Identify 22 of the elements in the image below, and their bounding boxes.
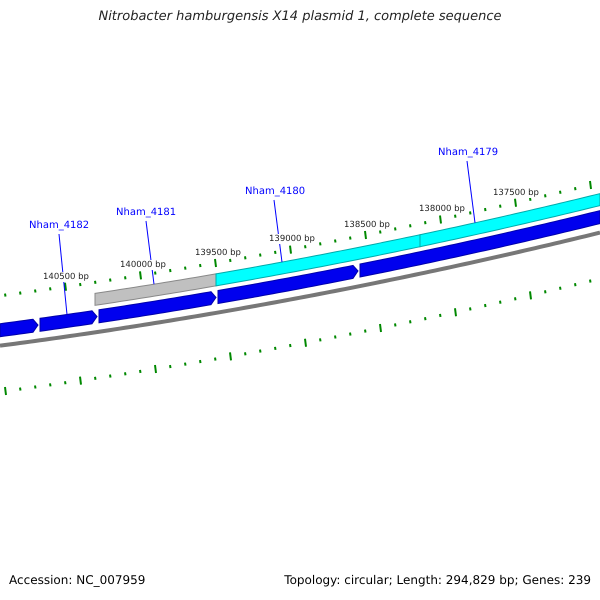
gene-label: Nham_4181: [116, 207, 176, 218]
tick-label: 140000 bp: [120, 260, 166, 270]
footer-text: Topology: circular; Length: 294,829 bp; Genes: 239: [284, 573, 591, 587]
tick-label: 140500 bp: [43, 272, 89, 282]
footer-text: Accession: NC_007959: [9, 573, 146, 587]
tick-label: 139500 bp: [195, 248, 241, 258]
gene-label: Nham_4179: [438, 147, 498, 158]
title: Nitrobacter hamburgensis X14 plasmid 1, complete sequence: [97, 9, 503, 24]
gene-block: [40, 310, 98, 332]
tick-label: 139000 bp: [269, 234, 315, 244]
gene-block: [218, 264, 359, 304]
gene-feature: [94, 273, 216, 306]
gene-label: Nham_4180: [245, 186, 306, 197]
tick-label: 138000 bp: [419, 204, 465, 214]
tick-label: 137500 bp: [493, 188, 539, 198]
tick-label: 138500 bp: [344, 220, 390, 230]
gene-block: [98, 291, 217, 324]
gene-block: [0, 318, 39, 338]
gene-label: Nham_4182: [29, 220, 90, 231]
leader-line: [466, 160, 476, 224]
leader-line: [274, 200, 282, 263]
leader-line: [58, 234, 68, 315]
